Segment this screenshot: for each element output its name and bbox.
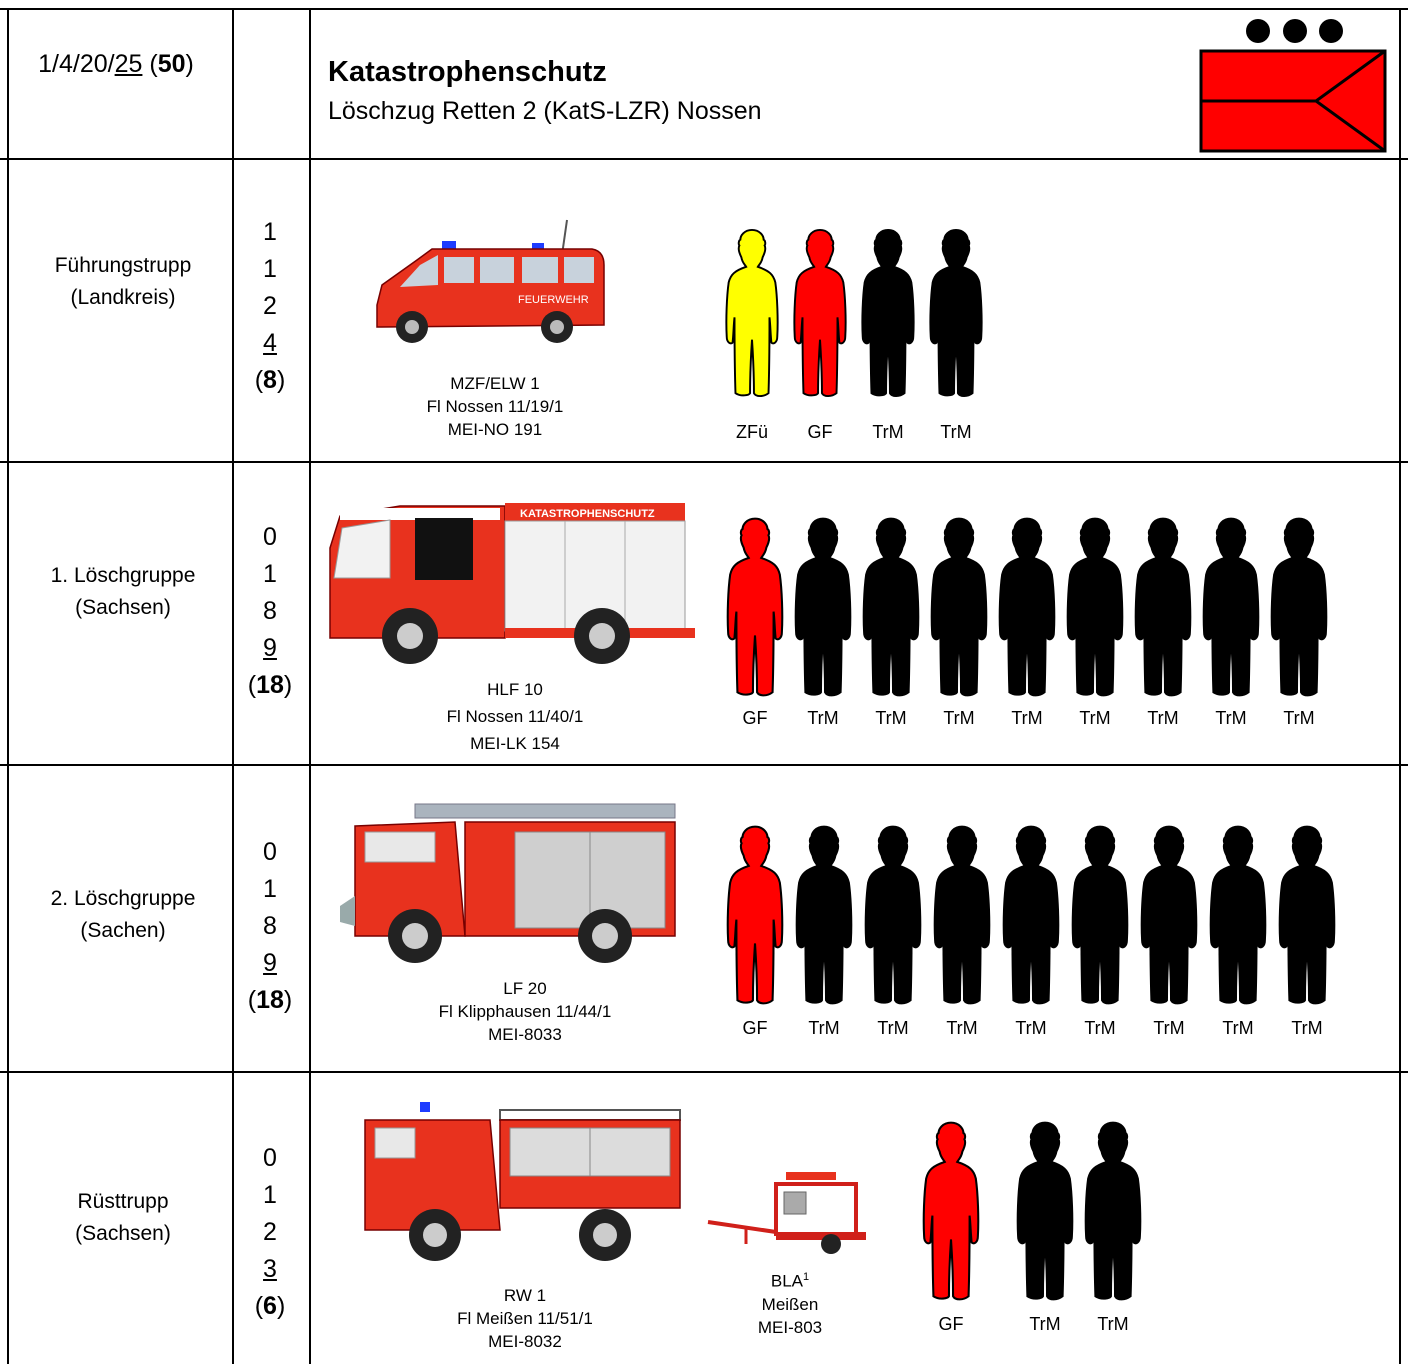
person-icon [790,228,850,398]
page-title: Katastrophenschutz [328,56,607,88]
crew-role-label: TrM [1215,708,1247,728]
crew-role-label: GF [807,422,833,442]
person-icon [722,228,782,398]
van-icon: FEUERWEHR [372,215,612,355]
person-icon [1207,824,1269,1006]
crew-role-label: GF [742,1018,768,1038]
crew-role-label: TrM [1084,1018,1116,1038]
person-icon [1138,824,1200,1006]
person-icon [928,516,990,698]
person-icon [792,516,854,698]
crew-role-label: TrM [1097,1314,1129,1334]
unit-label: Rüsttrupp(Sachsen) [75,1190,171,1245]
crew-role-label: TrM [940,422,972,442]
person-icon [858,228,918,398]
person-icon [1082,1120,1144,1302]
tactical-sign-icon [1198,14,1388,154]
person-icon [1132,516,1194,698]
fire-truck-icon: KATASTROPHENSCHUTZ [320,488,700,668]
unit-label: Führungstrupp(Landkreis) [54,254,192,309]
person-icon [931,824,993,1006]
person-icon [920,1120,982,1302]
crew-role-label: TrM [877,1018,909,1038]
person-icon [996,516,1058,698]
crew-role-label: TrM [1153,1018,1185,1038]
crew-role-label: GF [742,708,768,728]
person-icon [1014,1120,1076,1302]
svg-text:KATASTROPHENSCHUTZ: KATASTROPHENSCHUTZ [520,508,655,520]
crew-role-label: TrM [1147,708,1179,728]
person-icon [1268,516,1330,698]
person-icon [862,824,924,1006]
person-icon [1069,824,1131,1006]
fire-truck-icon [335,796,695,976]
unit-label: 1. Löschgruppe(Sachsen) [50,564,196,619]
crew-role-label: TrM [808,1018,840,1038]
crew-role-label: TrM [1283,708,1315,728]
crew-role-label: TrM [1222,1018,1254,1038]
crew-role-label: ZFü [735,422,768,442]
crew-role-label: TrM [1011,708,1043,728]
crew-role-label: TrM [1029,1314,1061,1334]
person-icon [926,228,986,398]
strength-code: 1/4/20/25 (50) [38,50,194,78]
crew-role-label: TrM [875,708,907,728]
crew-role-label: TrM [807,708,839,728]
crew-role-label: TrM [872,422,904,442]
person-icon [1276,824,1338,1006]
trailer-icon [706,1170,876,1260]
person-icon [724,824,786,1006]
crew-role-label: TrM [1015,1018,1047,1038]
crew-role-label: TrM [1291,1018,1323,1038]
page-subtitle: Löschzug Retten 2 (KatS-LZR) Nossen [328,97,762,125]
crew-role-label: GF [938,1314,964,1334]
crew-role-label: TrM [946,1018,978,1038]
person-icon [1200,516,1262,698]
svg-text:FEUERWEHR: FEUERWEHR [518,294,589,306]
rescue-truck-icon [350,1100,690,1270]
crew-role-label: TrM [1079,708,1111,728]
person-icon [860,516,922,698]
unit-label: 2. Löschgruppe(Sachen) [50,887,196,942]
person-icon [793,824,855,1006]
person-icon [724,516,786,698]
crew-role-label: TrM [943,708,975,728]
person-icon [1064,516,1126,698]
person-icon [1000,824,1062,1006]
